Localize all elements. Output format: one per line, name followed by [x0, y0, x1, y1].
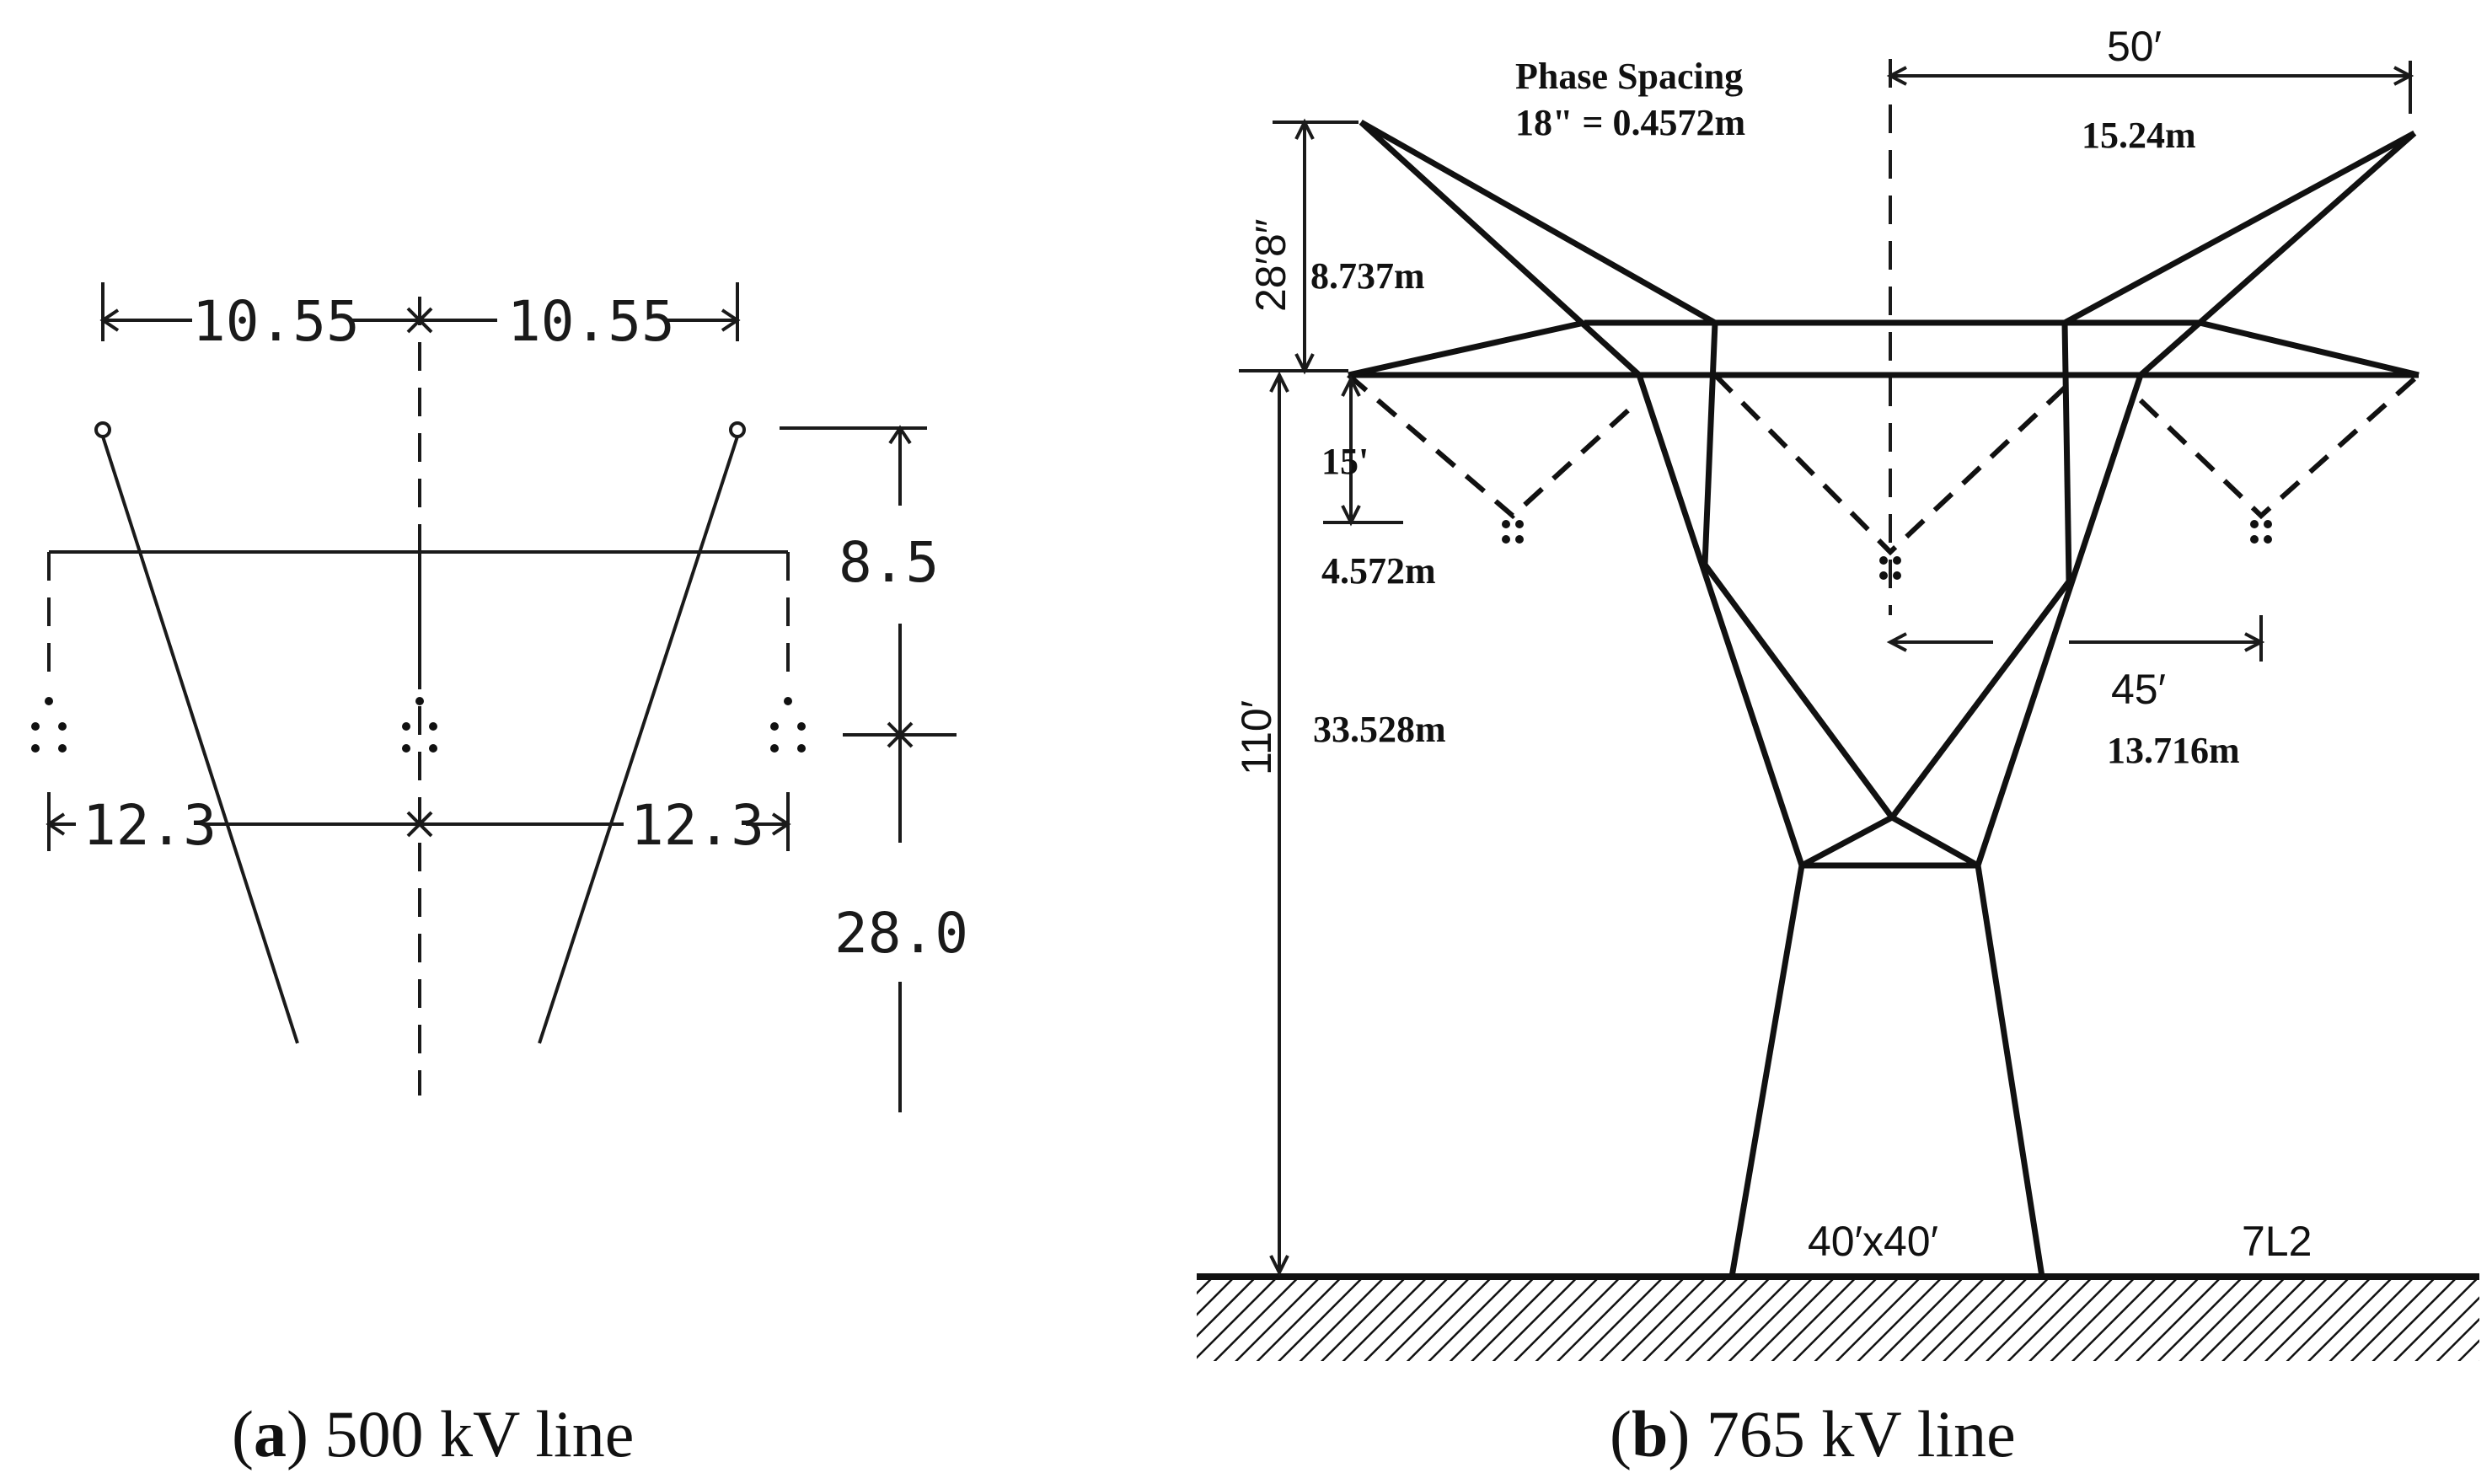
- a-conductor-bundle-center: [402, 697, 437, 753]
- b-code-label: 7L2: [2242, 1218, 2312, 1265]
- b-phase-spacing-title: Phase Spacing: [1515, 56, 1743, 97]
- a-dim-top-right: 10.55: [507, 289, 675, 354]
- a-conductor-bundle-left: [31, 697, 67, 753]
- a-conductor-bundle-right: [770, 697, 806, 753]
- a-tower-leg-left: [101, 436, 299, 1044]
- b-top-dimension: 50′ 15.24m: [1886, 23, 2414, 156]
- b-height-total-m: 33.528m: [1313, 709, 1446, 750]
- b-sag-m: 4.572m: [1321, 550, 1436, 592]
- b-conductor-left: [1502, 520, 1524, 544]
- b-conductor-right: [2250, 520, 2272, 544]
- b-left-vertical-dimension: 28′8″ 8.737m 110′ 33.528m: [1233, 118, 1446, 1277]
- b-height-upper-m: 8.737m: [1310, 255, 1425, 297]
- b-top-ft: 50′: [2107, 23, 2162, 70]
- b-phase-spacing-value: 18" = 0.4572m: [1515, 102, 1745, 143]
- b-tower-structure: [1348, 119, 2420, 1278]
- a-dim-top-left: 10.55: [192, 289, 360, 354]
- a-shield-wire-right: [729, 421, 746, 438]
- b-phase-ft: 45′: [2111, 666, 2166, 713]
- b-conductor-center: [1879, 556, 1901, 580]
- a-dim-vert-upper: 8.5: [839, 530, 939, 595]
- b-phase-dimension: 45′ 13.716m: [1886, 615, 2265, 771]
- b-base-label: 40′x40′: [1808, 1218, 1938, 1265]
- b-height-total-ft: 110′: [1233, 700, 1280, 775]
- b-top-m: 15.24m: [2082, 115, 2196, 156]
- panel-b-765kv: 50′ 15.24m Phase Spacing 18" = 0.4572m 2…: [1197, 23, 2479, 1471]
- b-phase-m: 13.716m: [2107, 730, 2240, 771]
- b-sag-dimension: 15' 4.572m: [1321, 375, 1436, 592]
- a-dim-mid-right: 12.3: [630, 793, 764, 858]
- a-top-dimension: 10.55 10.55: [99, 282, 741, 354]
- a-vertical-dimension: 8.5 28.0: [780, 425, 968, 1112]
- b-caption: (b) 765 kV line: [1610, 1397, 2016, 1471]
- a-shield-wire-left: [94, 421, 111, 438]
- b-insulator-strings: [1347, 372, 2420, 556]
- b-height-upper-ft: 28′8″: [1247, 219, 1294, 313]
- b-sag-ft: 15': [1321, 441, 1369, 482]
- a-dim-mid-left: 12.3: [83, 793, 217, 858]
- a-tower-leg-right: [538, 436, 739, 1044]
- panel-a-500kv: 10.55 10.55: [31, 282, 968, 1471]
- b-ground-hatch: [1197, 1277, 2479, 1361]
- a-mid-dimension: 12.3 12.3: [46, 792, 791, 858]
- a-caption: (a) 500 kV line: [232, 1397, 634, 1471]
- a-dim-vert-lower: 28.0: [834, 901, 968, 966]
